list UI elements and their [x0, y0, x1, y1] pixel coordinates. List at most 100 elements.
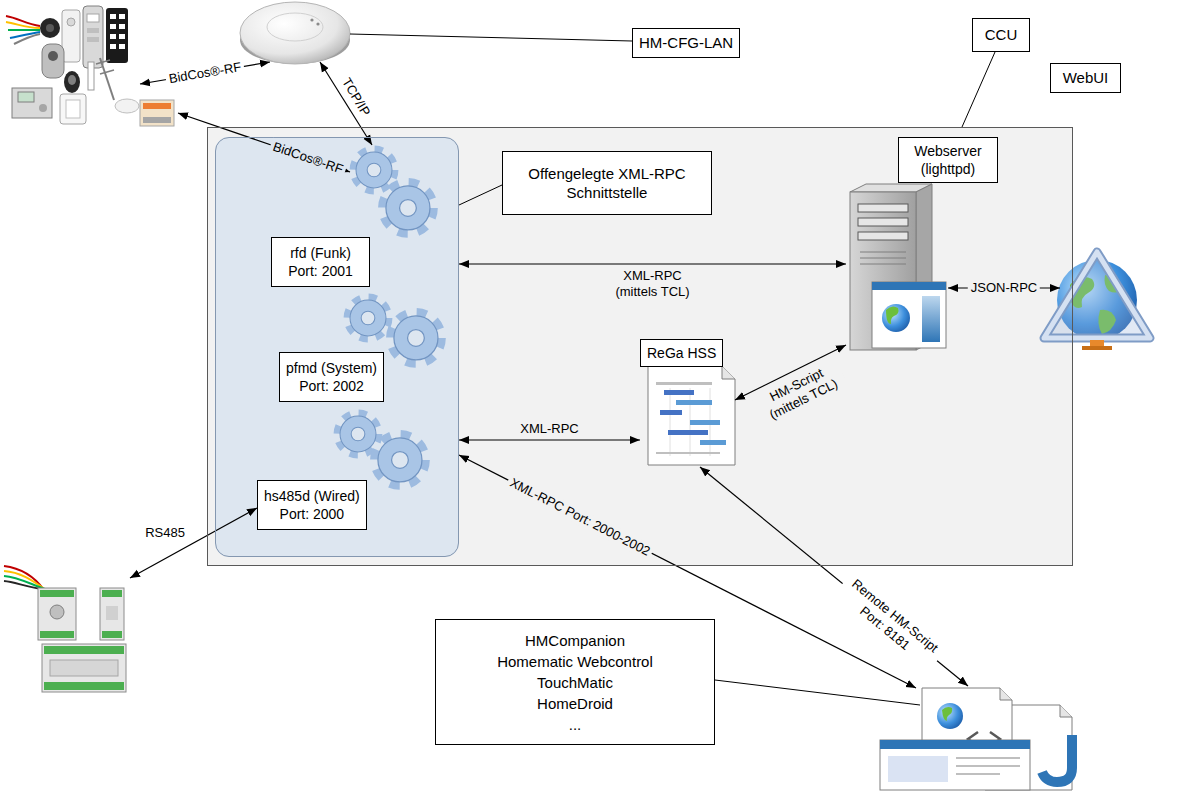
radio-devices-part: [87, 37, 99, 42]
server-icon-part: [860, 252, 906, 264]
link-label: XML-RPC Port: 2000-2002: [505, 473, 656, 560]
radio-devices-part: [12, 88, 52, 118]
radio-devices-part: [87, 28, 99, 33]
wired-devices-part: [38, 588, 76, 640]
link-label-holder: BidCos®-RF: [268, 137, 348, 177]
document-icon-part: [722, 366, 735, 379]
radio-devices-part: [48, 51, 58, 61]
leader-lines-part: [962, 52, 995, 127]
server-icon-part: [922, 296, 940, 342]
link-label: RS485: [142, 525, 188, 541]
radio-devices-part: [39, 104, 47, 112]
edge-label: JSON-RPC: [968, 280, 1040, 296]
link-label: BidCos®-RF: [268, 137, 348, 177]
leader-lines-part: [715, 680, 920, 705]
wired-devices-part: [100, 588, 124, 640]
webui-area: WebUI: [1060, 60, 1155, 350]
document-icon-part: [700, 440, 726, 445]
radio-devices-part: [119, 34, 125, 39]
leader-lines-part: [459, 185, 502, 205]
lan-gateway-icon-part: [240, 2, 350, 64]
link-label-holder: RS485: [142, 525, 188, 541]
document-icon-part: [660, 410, 682, 415]
device-label-box: HM-CFG-LAN: [632, 28, 740, 58]
server-icon-part: [858, 218, 908, 226]
callout-box: Offengelegte XML-RPC Schnittstelle: [502, 151, 712, 215]
wired-devices-part: [50, 605, 64, 619]
process-box: pfmd (System)Port: 2002: [279, 352, 384, 402]
leader-lines: [350, 34, 995, 705]
webui-globe-icon: [1044, 252, 1150, 350]
link-label: BidCos®-RF: [165, 59, 246, 88]
node-text: pfmd (System): [286, 359, 377, 377]
document-icon-part: [668, 430, 708, 435]
client-apps-icon-part: [937, 703, 963, 729]
link-label-holder: XML-RPC Port: 2000-2002: [505, 473, 656, 560]
client-apps-icon-part: [880, 740, 1030, 790]
gear-icons-part: [383, 183, 433, 233]
edge-label-holder: XML-RPC (mittels TCL): [607, 268, 699, 299]
process-box: rfd (Funk)Port: 2001: [271, 237, 370, 287]
ccu-fill-part: [207, 127, 1073, 566]
server-icon-part: [858, 204, 908, 212]
node-text: HM-CFG-LAN: [639, 33, 733, 53]
server-icon-part: [858, 232, 908, 240]
node-text: TouchMatic: [537, 672, 613, 693]
radio-devices-part: [110, 14, 116, 19]
node-text: Offengelegte XML-RPC Schnittstelle: [509, 164, 705, 203]
node-text: Port: 2000: [280, 505, 345, 523]
radio-devices-part: [42, 44, 64, 78]
radio-devices-part: [100, 58, 114, 100]
server-icon-part: [882, 304, 910, 332]
edge-label: HM-Script (mittels TCL): [752, 358, 848, 427]
callout-box: CCU: [972, 18, 1030, 52]
callout-box: Webserver (lighttpd): [898, 137, 998, 183]
radio-devices-part: [143, 103, 171, 109]
node-text: HomeDroid: [537, 693, 613, 714]
wired-devices-part: [42, 644, 126, 692]
radio-devices-part: [8, 29, 40, 31]
radio-devices-part: [119, 24, 125, 29]
process-box: hs485d (Wired)Port: 2000: [257, 480, 367, 530]
radio-devices-part: [14, 34, 40, 44]
radio-devices-part: [110, 44, 116, 49]
webui-globe-icon-part: [1044, 252, 1150, 338]
callout-box: WebUI: [1050, 63, 1121, 93]
radio-devices-part: [88, 62, 94, 90]
radio-devices-part: [60, 94, 86, 124]
connector: [459, 439, 640, 440]
node-text: Webserver (lighttpd): [905, 142, 991, 178]
rega-area: ReGa HSS: [640, 339, 735, 465]
radio-devices-part: [119, 14, 125, 19]
gear-icons-part: [391, 313, 441, 363]
wired-devices-part: [102, 631, 122, 638]
gear-icons-part: [347, 297, 388, 338]
node-text: Port: 2001: [288, 262, 353, 280]
radio-devices-part: [67, 18, 75, 26]
link-lines-part: [700, 467, 968, 686]
connector: [459, 263, 846, 264]
interface-region: Offengelegte XML-RPC Schnittstellerfd (F…: [215, 137, 459, 557]
client-apps-icon-part: [1000, 688, 1012, 700]
radio-devices-part: [64, 71, 80, 93]
gear-icons: [337, 149, 441, 485]
wired-devices-part: [44, 646, 124, 654]
wired-devices-part: [44, 682, 124, 690]
client-apps-icon-part: [1060, 705, 1072, 717]
link-label: Remote HM-Script Port: 8181: [833, 571, 947, 672]
radio-devices-part: [68, 75, 76, 85]
node-text: WebUI: [1063, 68, 1109, 88]
document-icon-part: [664, 390, 694, 395]
radio-devices-part: [110, 24, 116, 29]
document-icon: [648, 366, 735, 465]
radio-devices-part: [62, 10, 80, 62]
server-icon-part: [886, 306, 899, 324]
document-icon-part: [648, 366, 735, 465]
node-text: Port: 2002: [299, 377, 364, 395]
gear-icons-part: [353, 149, 394, 190]
radio-devices-part: [66, 100, 80, 118]
radio-devices-part: [106, 8, 128, 63]
gear-icons-part: [337, 413, 378, 454]
document-icon-part: [690, 420, 720, 425]
